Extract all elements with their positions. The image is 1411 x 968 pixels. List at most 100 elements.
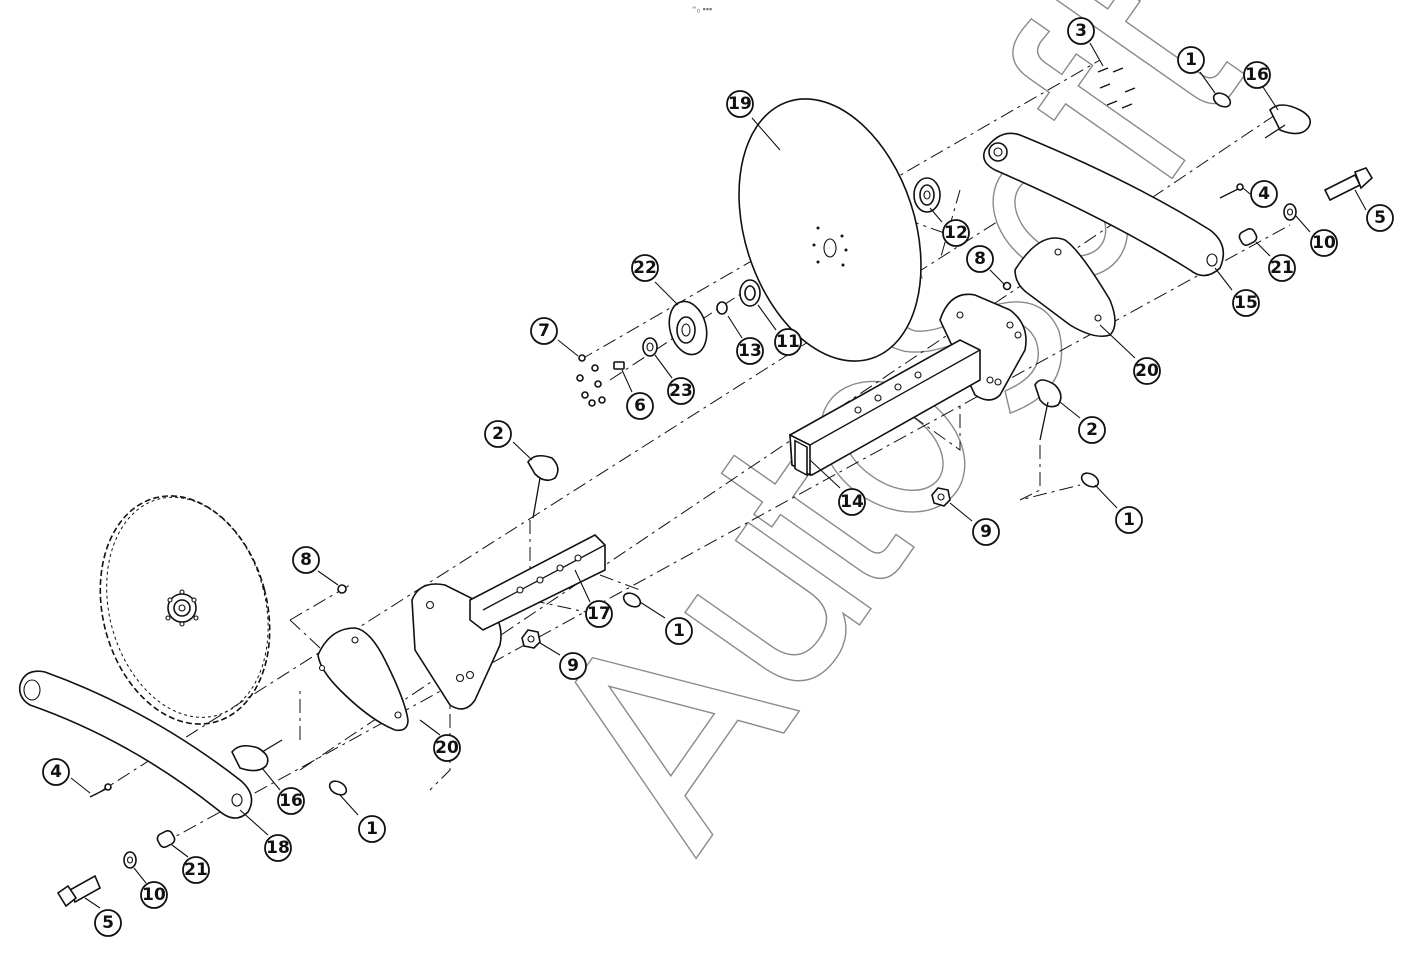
- svg-text:21: 21: [184, 860, 208, 880]
- nuts-7: [576, 354, 606, 407]
- watermark-logo: [574, 0, 1246, 860]
- svg-text:16: 16: [279, 791, 303, 811]
- washer-10-lower: [123, 851, 137, 869]
- tube-upper: [789, 293, 1027, 477]
- callout: 18: [264, 834, 292, 862]
- callout: 19: [726, 90, 754, 118]
- bolts-3: [1097, 67, 1136, 109]
- svg-text:2: 2: [1086, 420, 1098, 440]
- disc-lower: [99, 495, 271, 725]
- pin-16-lower: [231, 739, 283, 772]
- svg-text:8: 8: [974, 249, 986, 269]
- svg-text:1: 1: [1123, 510, 1135, 530]
- svg-text:4: 4: [1258, 184, 1270, 204]
- callout: 16: [1243, 61, 1271, 89]
- callout: 4: [1250, 180, 1278, 208]
- callout: 21: [182, 856, 210, 884]
- callout: 10: [1310, 229, 1338, 257]
- washer-10-upper: [1283, 203, 1297, 221]
- callout: 1: [1177, 46, 1205, 74]
- bearing-11: [739, 279, 761, 307]
- disc-upper: [738, 98, 922, 362]
- callout: 13: [736, 337, 764, 365]
- bolt-4-upper: [1219, 183, 1244, 199]
- callout: 20: [433, 734, 461, 762]
- svg-text:10: 10: [142, 885, 166, 905]
- callout: 21: [1268, 254, 1296, 282]
- svg-text:15: 15: [1234, 293, 1258, 313]
- clip-1-a: [1212, 92, 1232, 108]
- callout: 5: [94, 909, 122, 937]
- callout: 23: [667, 377, 695, 405]
- callout: 14: [838, 488, 866, 516]
- callout: 1: [358, 815, 386, 843]
- callout: 10: [140, 881, 168, 909]
- svg-text:9: 9: [980, 522, 992, 542]
- pin-2-lower: [527, 454, 559, 519]
- leader-lines: [70, 42, 1367, 909]
- nut-8-lower: [337, 584, 347, 594]
- top-glyph: ⁼ₒ ▪▪▪: [692, 4, 713, 14]
- clip-1-b: [1080, 472, 1100, 488]
- svg-text:19: 19: [728, 94, 752, 114]
- svg-text:20: 20: [435, 738, 459, 758]
- svg-text:5: 5: [102, 913, 114, 933]
- svg-text:16: 16: [1245, 65, 1269, 85]
- svg-text:12: 12: [944, 223, 968, 243]
- svg-text:18: 18: [266, 838, 290, 858]
- callout: 17: [585, 600, 613, 628]
- svg-text:3: 3: [1075, 21, 1087, 41]
- callout: 16: [277, 787, 305, 815]
- nut-9-upper: [931, 487, 951, 507]
- callout: 1: [1115, 506, 1143, 534]
- svg-text:13: 13: [738, 341, 762, 361]
- svg-text:1: 1: [366, 819, 378, 839]
- callout: 2: [1078, 416, 1106, 444]
- svg-text:14: 14: [840, 492, 864, 512]
- callout: 22: [631, 254, 659, 282]
- svg-text:20: 20: [1135, 361, 1159, 381]
- callout: 4: [42, 758, 70, 786]
- seal-23: [642, 337, 658, 357]
- svg-text:8: 8: [300, 550, 312, 570]
- svg-text:22: 22: [633, 258, 657, 278]
- svg-text:1: 1: [1185, 50, 1197, 70]
- bushing-21-upper: [1238, 228, 1258, 246]
- callout: 11: [774, 328, 802, 356]
- svg-text:17: 17: [587, 604, 611, 624]
- bearing-flange: [668, 300, 708, 356]
- bolt-4-lower: [89, 783, 112, 798]
- callout: 3: [1067, 17, 1095, 45]
- svg-text:21: 21: [1270, 258, 1294, 278]
- bolt-5-upper: [1323, 167, 1374, 202]
- callout: 12: [942, 219, 970, 247]
- bushing-21-lower: [156, 830, 176, 848]
- callout: 9: [559, 652, 587, 680]
- callout: 9: [972, 518, 1000, 546]
- svg-text:9: 9: [567, 656, 579, 676]
- svg-text:11: 11: [776, 332, 800, 352]
- clip-1-d: [328, 780, 348, 796]
- callout: 7: [530, 317, 558, 345]
- nut-8-upper: [1002, 281, 1012, 291]
- tube-lower: [411, 534, 606, 710]
- svg-text:23: 23: [669, 381, 693, 401]
- clip-1-c: [622, 592, 642, 608]
- svg-text:7: 7: [538, 321, 550, 341]
- bolt-6: [613, 361, 625, 370]
- callout: 20: [1133, 357, 1161, 385]
- bearing-12: [913, 177, 941, 213]
- callout: 8: [966, 245, 994, 273]
- callout: 1: [665, 617, 693, 645]
- svg-text:2: 2: [492, 424, 504, 444]
- callout: 8: [292, 546, 320, 574]
- callout: 5: [1366, 204, 1394, 232]
- bolt-5-lower: [56, 874, 102, 908]
- arm-upper: [982, 132, 1225, 277]
- washer-13: [716, 301, 728, 315]
- svg-text:5: 5: [1374, 208, 1386, 228]
- callout: 6: [626, 392, 654, 420]
- svg-text:4: 4: [50, 762, 62, 782]
- pin-2-upper: [1034, 379, 1062, 441]
